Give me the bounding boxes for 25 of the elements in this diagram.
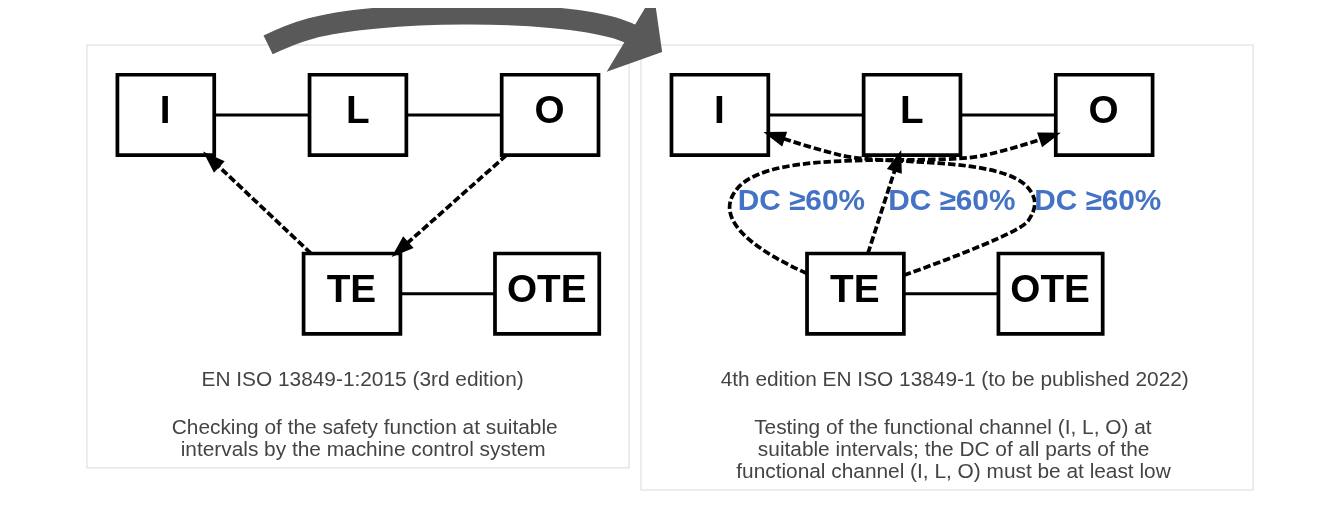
- node-box: L: [861, 72, 962, 158]
- arrow: [762, 131, 1037, 278]
- edge-label: DC ≥60%: [737, 183, 865, 217]
- node-box: OTE: [492, 251, 601, 336]
- node-box: O: [499, 72, 600, 158]
- connector: [903, 292, 998, 296]
- connector: [405, 113, 501, 117]
- arrow: [727, 132, 1061, 276]
- node-box: OTE: [996, 251, 1105, 336]
- node-box: TE: [804, 251, 906, 336]
- node-box: I: [115, 72, 216, 158]
- node-box: O: [1053, 72, 1154, 158]
- node-box: TE: [301, 251, 402, 336]
- arrow: [391, 154, 507, 258]
- edge-label: DC ≥60%: [887, 183, 1015, 217]
- connector: [400, 292, 495, 296]
- connector: [213, 113, 309, 117]
- arrow: [263, 8, 662, 72]
- connector: [767, 113, 863, 117]
- node-box: L: [307, 72, 408, 158]
- arrow: [202, 151, 312, 255]
- node-box: I: [669, 72, 770, 158]
- arrow: [865, 150, 902, 254]
- edge-label: DC ≥60%: [1033, 183, 1161, 217]
- connector: [959, 113, 1055, 117]
